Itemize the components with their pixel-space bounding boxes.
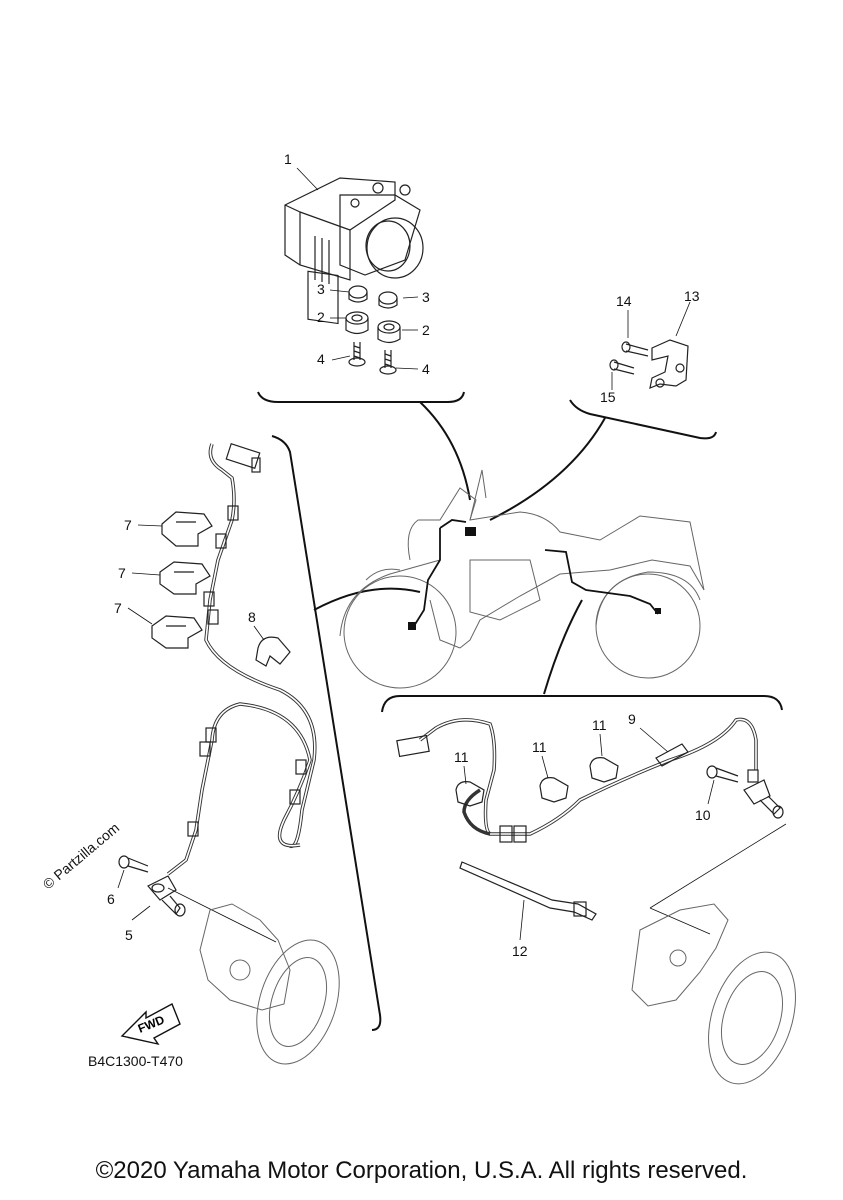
diagram-code: B4C1300-T470 <box>88 1053 183 1069</box>
front-wheel-sensor[interactable] <box>147 875 186 917</box>
bolt-right[interactable] <box>379 350 397 375</box>
copyright-notice: ©2020 Yamaha Motor Corporation, U.S.A. A… <box>95 1157 748 1184</box>
rear-wheel-sensor[interactable] <box>743 779 784 819</box>
fwd-arrow-icon: FWD <box>120 1003 181 1046</box>
rear-clamp-2[interactable] <box>539 777 569 803</box>
callout-3-right: 3 <box>422 289 430 305</box>
collar-left[interactable] <box>348 285 368 303</box>
callout-2-left: 2 <box>317 309 325 325</box>
front-sensor-bolt[interactable] <box>118 855 149 873</box>
callout-6: 6 <box>107 891 115 907</box>
bracket-bolt-lower[interactable] <box>609 359 635 375</box>
harness-clamp-1[interactable] <box>161 511 213 547</box>
harness-holder[interactable] <box>255 636 291 667</box>
harness-clamp-2[interactable] <box>159 561 211 595</box>
harness-clamp-3[interactable] <box>151 615 203 649</box>
rear-clamp-1[interactable] <box>455 781 485 807</box>
front-caliper-outline <box>199 903 291 1011</box>
watermark: © Partzilla.com <box>40 819 123 892</box>
abs-wiring-on-bike <box>408 519 661 630</box>
callout-8: 8 <box>248 609 256 625</box>
callout-4-right: 4 <box>422 361 430 377</box>
callout-1: 1 <box>284 151 292 167</box>
front-brake-disc <box>256 939 340 1065</box>
callout-7-bottom: 7 <box>114 600 122 616</box>
callout-10: 10 <box>695 807 711 823</box>
rear-caliper-outline <box>631 903 729 1007</box>
abs-hydraulic-unit[interactable] <box>284 177 424 325</box>
group-bracket-front <box>271 435 382 1031</box>
callout-11-right: 11 <box>592 717 607 733</box>
bolt-left[interactable] <box>348 342 366 367</box>
group-bracket-mount <box>569 399 717 440</box>
callout-3-left: 3 <box>317 281 325 297</box>
bracket-bolt-upper[interactable] <box>621 341 649 357</box>
callout-15: 15 <box>600 389 616 405</box>
front-sensor-harness[interactable] <box>166 443 317 876</box>
callout-4-left: 4 <box>317 351 325 367</box>
bracket[interactable] <box>649 339 689 389</box>
damper-right[interactable] <box>377 320 401 344</box>
callout-7-top: 7 <box>124 517 132 533</box>
callout-12: 12 <box>512 943 528 959</box>
rear-clamp-3[interactable] <box>589 757 619 783</box>
rear-sensor-bolt[interactable] <box>706 765 739 783</box>
rear-brake-disc <box>708 951 796 1085</box>
group-bracket-rear <box>381 695 783 713</box>
callout-2-right: 2 <box>422 322 430 338</box>
rear-sensor-harness[interactable] <box>396 717 759 843</box>
cable-tie[interactable] <box>459 861 597 921</box>
group-bracket-abs <box>257 391 465 403</box>
callout-11-left: 11 <box>454 749 469 765</box>
callout-7-middle: 7 <box>118 565 126 581</box>
motorcycle-outline <box>339 469 705 689</box>
collar-right[interactable] <box>378 291 398 309</box>
callout-9: 9 <box>628 711 636 727</box>
callout-11-middle: 11 <box>532 739 547 755</box>
callout-14: 14 <box>616 293 632 309</box>
damper-left[interactable] <box>345 311 369 335</box>
callout-5: 5 <box>125 927 133 943</box>
callout-13: 13 <box>684 288 700 304</box>
